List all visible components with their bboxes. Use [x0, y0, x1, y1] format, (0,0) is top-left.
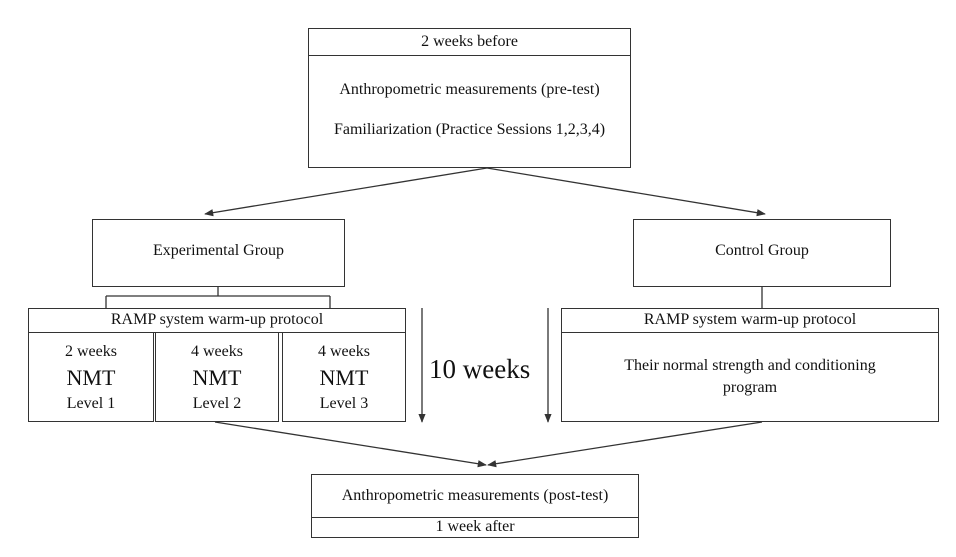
post-test-timing: 1 week after: [435, 518, 515, 535]
arrow-from-experimental: [214, 421, 487, 468]
control-warmup-label: RAMP system warm-up protocol: [643, 311, 857, 328]
control-program-line2: program: [722, 379, 778, 396]
familiarization: Familiarization (Practice Sessions 1,2,3…: [333, 121, 606, 138]
level-1-duration: 2 weeks: [65, 343, 117, 360]
experimental-group-title: Experimental Group: [152, 242, 285, 259]
pre-test-header: 2 weeks before: [421, 33, 518, 50]
arrow-to-control: [486, 167, 766, 217]
control-warmup-box: RAMP system warm-up protocol: [561, 308, 939, 333]
control-program-box: Their normal strength and conditioning p…: [561, 332, 939, 422]
arrow-to-experimental: [204, 167, 488, 217]
control-group-box: Control Group: [633, 219, 891, 287]
level-2-duration: 4 weeks: [191, 343, 243, 360]
level-1-label: Level 1: [66, 395, 116, 412]
control-group-title: Control Group: [715, 242, 809, 259]
experimental-warmup-box: RAMP system warm-up protocol: [28, 308, 406, 333]
nmt-level-1-box: 2 weeks NMT Level 1: [28, 332, 154, 422]
post-test-box: Anthropometric measurements (post-test) …: [311, 474, 639, 538]
pre-test-box: 2 weeks before Anthropometric measuremen…: [308, 28, 631, 168]
level-1-name: NMT: [66, 365, 116, 390]
level-3-duration: 4 weeks: [318, 343, 370, 360]
arrow-from-control: [487, 421, 763, 468]
nmt-level-2-box: 4 weeks NMT Level 2: [155, 332, 279, 422]
level-2-name: NMT: [192, 365, 242, 390]
experimental-group-box: Experimental Group: [92, 219, 345, 287]
control-program-line1: Their normal strength and conditioning: [624, 357, 876, 374]
post-test-measurements: Anthropometric measurements (post-test): [341, 487, 609, 504]
level-2-label: Level 2: [192, 395, 242, 412]
level-3-label: Level 3: [319, 395, 369, 412]
level-3-name: NMT: [319, 365, 369, 390]
nmt-level-3-box: 4 weeks NMT Level 3: [282, 332, 406, 422]
pre-test-measurements: Anthropometric measurements (pre-test): [339, 81, 600, 98]
experimental-warmup-label: RAMP system warm-up protocol: [110, 311, 324, 328]
duration-label: 10 weeks: [429, 354, 531, 384]
